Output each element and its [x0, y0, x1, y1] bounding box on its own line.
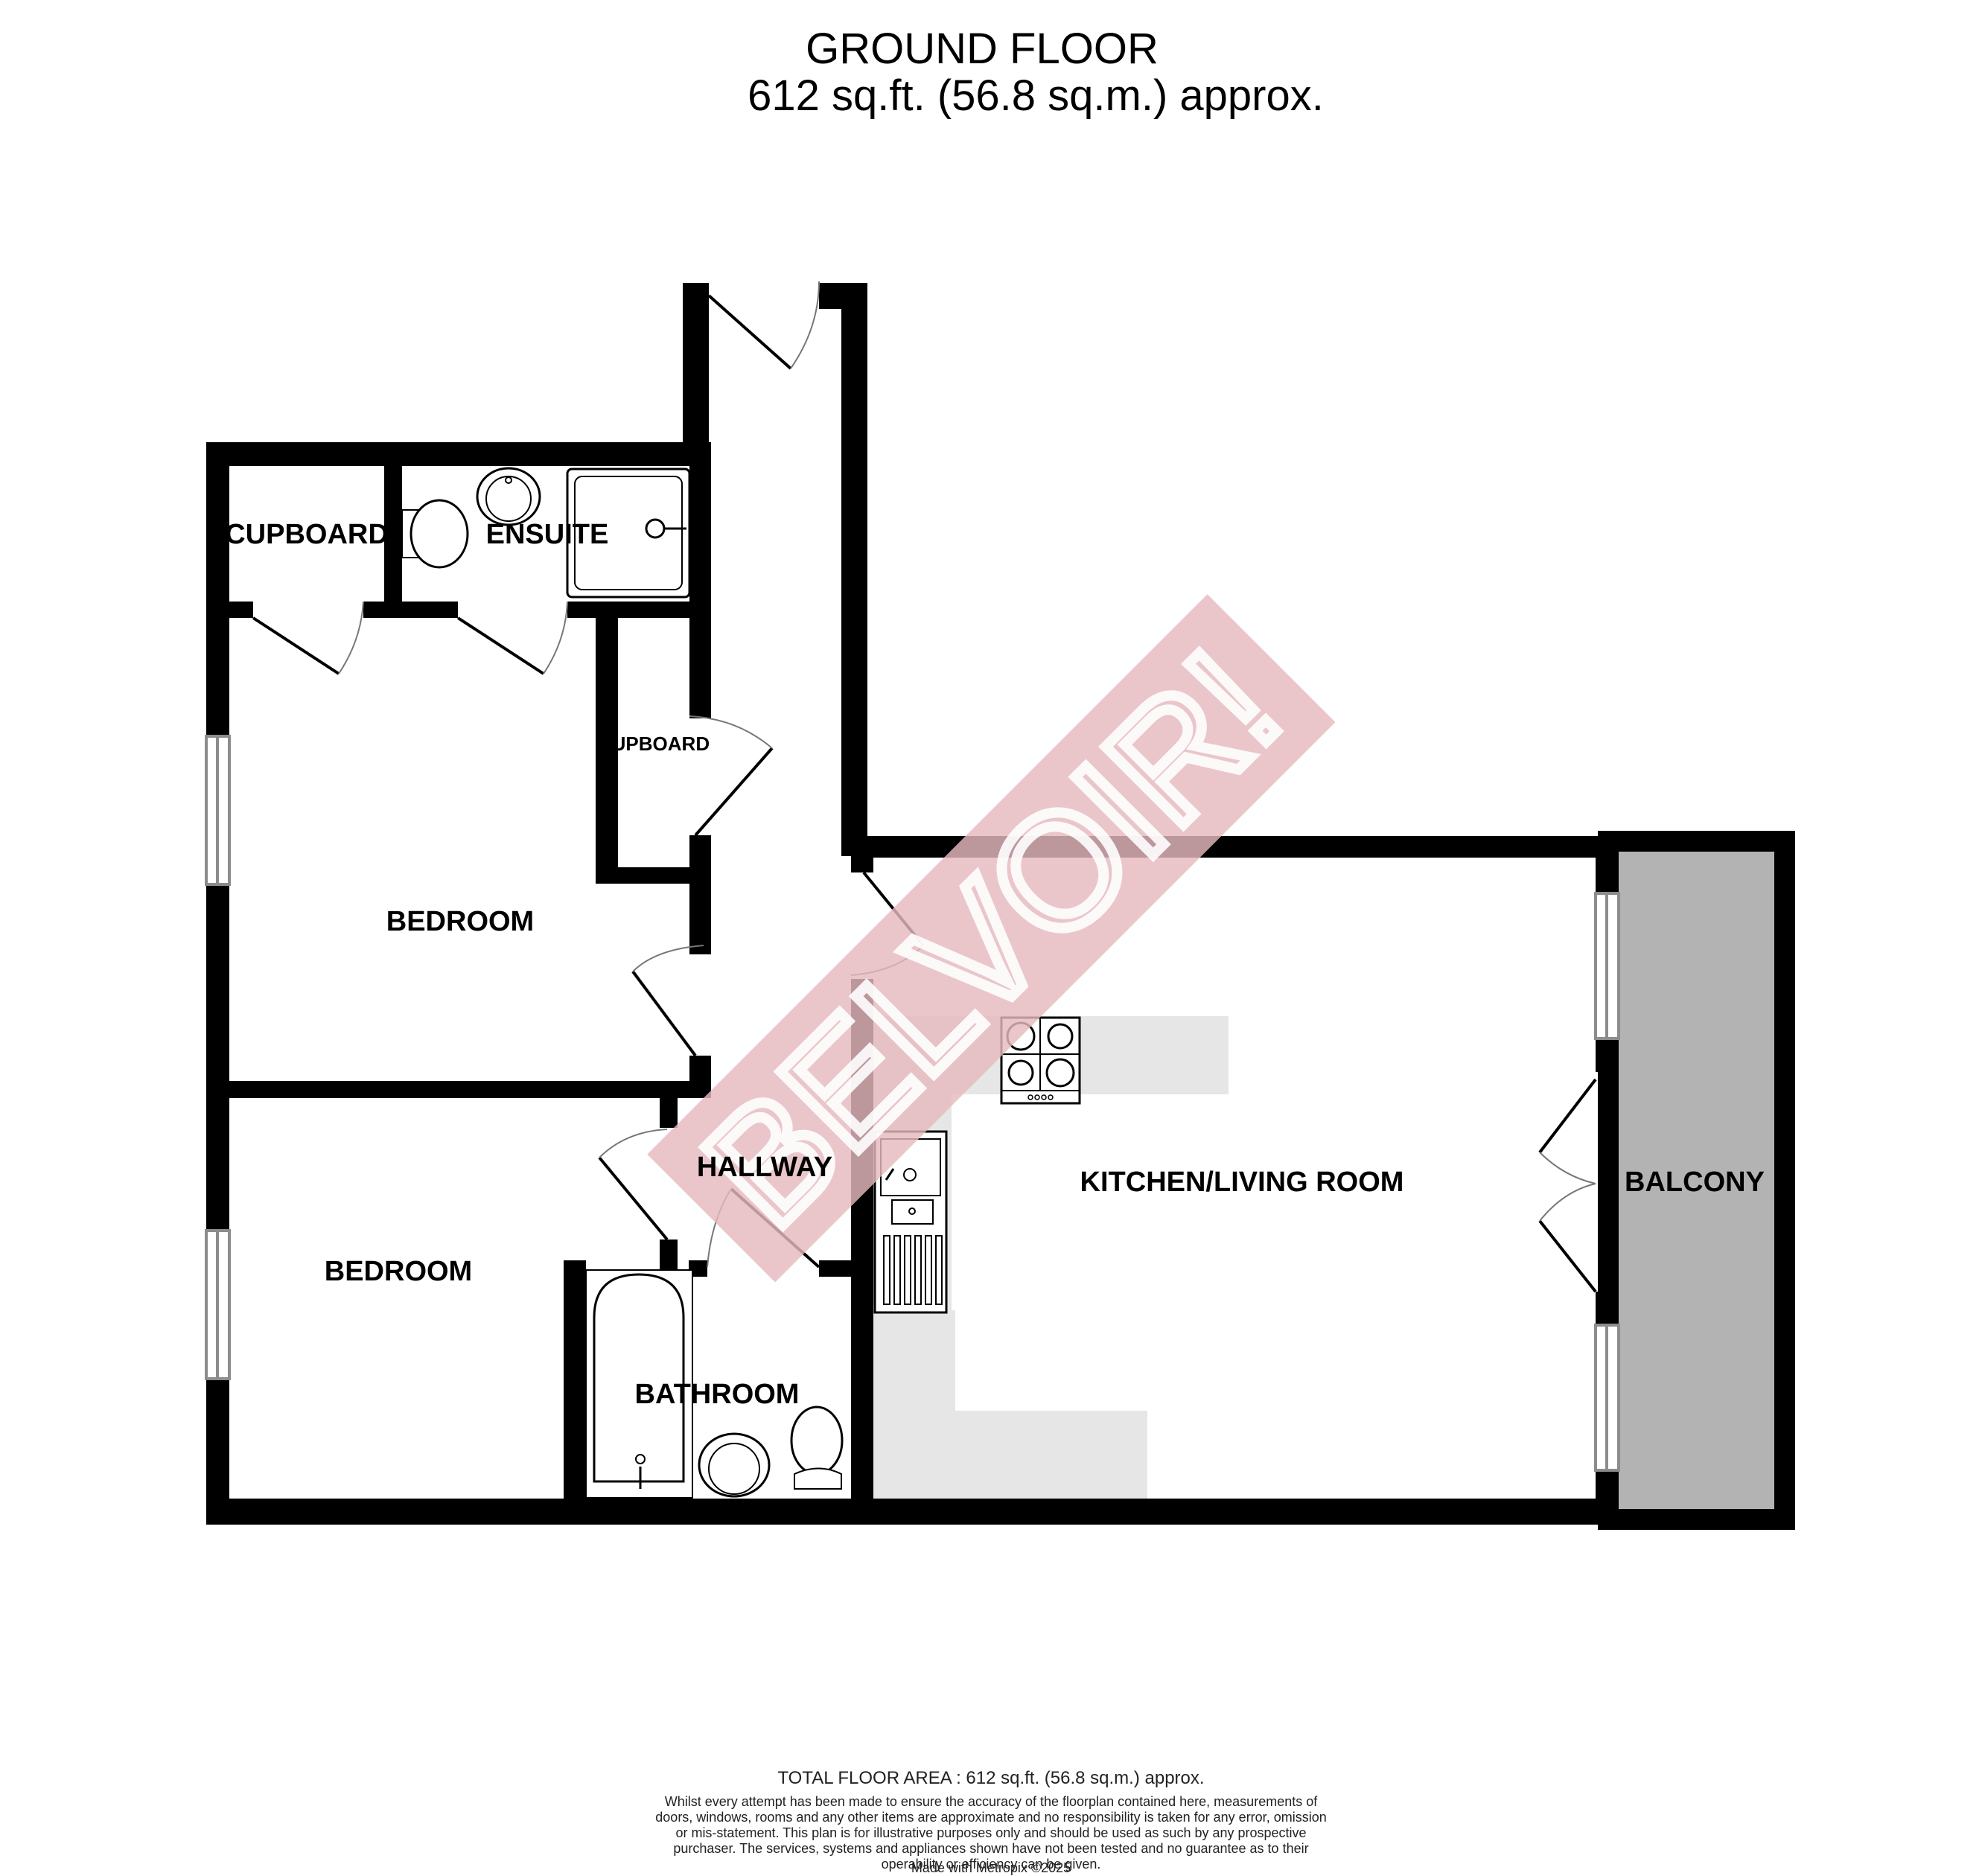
label-cupboard-1: CUPBOARD — [225, 519, 389, 550]
balcony-area — [1598, 831, 1795, 1530]
floor-title: GROUND FLOOR — [806, 25, 1159, 73]
ensuite-basin-icon — [476, 467, 541, 526]
kitchen-sink-icon — [873, 1130, 948, 1314]
shower-tray-icon — [566, 468, 691, 599]
room-labels: CUPBOARD ENSUITE CUPBOARD BEDROOM BEDROO… — [225, 519, 1765, 1410]
window-bedroom-2 — [205, 1229, 231, 1380]
floor-area: 612 sq.ft. (56.8 sq.m.) approx. — [748, 71, 1324, 120]
door-cupboard-1 — [252, 601, 364, 675]
label-hallway: HALLWAY — [697, 1152, 832, 1183]
label-bedroom-1: BEDROOM — [386, 906, 534, 937]
window-kitchen-lower — [1594, 1324, 1620, 1472]
label-bedroom-2: BEDROOM — [325, 1256, 472, 1287]
bathtub-icon — [585, 1269, 693, 1499]
label-cupboard-2: CUPBOARD — [598, 733, 710, 755]
ensuite-toilet-icon — [401, 499, 469, 569]
label-kitchen-living-room: KITCHEN/LIVING ROOM — [1080, 1167, 1404, 1198]
window-kitchen-upper — [1594, 892, 1620, 1040]
windows — [205, 735, 1620, 1472]
label-ensuite: ENSUITE — [486, 519, 609, 550]
window-bedroom-1 — [205, 735, 231, 886]
disclaimer-text: Whilst every attempt has been made to en… — [655, 1794, 1327, 1872]
fixtures — [401, 467, 1081, 1499]
door-ensuite — [456, 601, 568, 675]
label-bathroom: BATHROOM — [635, 1379, 800, 1410]
door-balcony-french — [1538, 1078, 1597, 1293]
door-entrance — [707, 281, 820, 370]
label-balcony: BALCONY — [1625, 1167, 1765, 1198]
door-cupboard-2 — [689, 715, 774, 837]
total-floor-area: TOTAL FLOOR AREA : 612 sq.ft. (56.8 sq.m… — [777, 1768, 1205, 1788]
door-bedroom-1 — [631, 945, 704, 1057]
credit-text: Made with Metropix ©2025 — [911, 1860, 1071, 1875]
bathroom-toilet-icon — [790, 1406, 844, 1490]
door-bedroom-2 — [598, 1129, 669, 1241]
bathroom-basin-icon — [698, 1432, 771, 1498]
